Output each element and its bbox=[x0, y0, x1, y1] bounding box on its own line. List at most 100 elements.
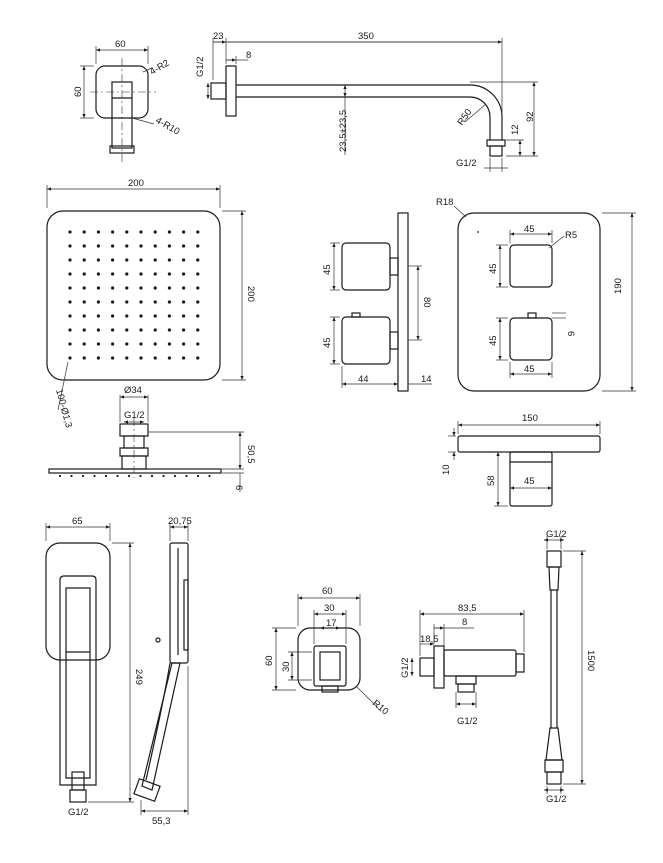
spray-hole bbox=[167, 300, 171, 304]
shower-head-side: Ø34 G1/2 50,5 6 bbox=[48, 385, 256, 492]
spray-hole bbox=[196, 328, 200, 332]
mixer-front-45-l2: 45 bbox=[488, 335, 499, 346]
hand-width: 65 bbox=[72, 516, 83, 527]
mixer-top-58: 58 bbox=[486, 475, 497, 486]
spray-hole bbox=[153, 356, 157, 360]
spray-nozzle bbox=[104, 474, 108, 478]
arm-flange-width: 60 bbox=[115, 39, 126, 50]
spray-hole bbox=[68, 272, 72, 276]
hand-height: 249 bbox=[133, 669, 144, 685]
spray-hole bbox=[82, 286, 86, 290]
spray-hole bbox=[96, 342, 100, 346]
hand-side-width: 20,75 bbox=[168, 516, 192, 527]
spray-hole bbox=[125, 230, 129, 234]
head-d6: 6 bbox=[233, 485, 244, 490]
spray-hole bbox=[82, 356, 86, 360]
head-height: 200 bbox=[245, 286, 256, 302]
mixer-front-190: 190 bbox=[613, 278, 624, 294]
spray-hole bbox=[182, 356, 186, 360]
spray-hole bbox=[125, 328, 129, 332]
spray-nozzles bbox=[58, 474, 211, 478]
arm-d23: 23 bbox=[213, 31, 224, 42]
spray-hole bbox=[167, 356, 171, 360]
spray-hole bbox=[196, 230, 200, 234]
arm-flange-height: 60 bbox=[73, 86, 84, 97]
wall-outlet-front: 60 30 17 60 30 R10 bbox=[264, 586, 391, 718]
hand-thread: G1/2 bbox=[68, 807, 89, 818]
spray-hole bbox=[196, 314, 200, 318]
spray-hole bbox=[68, 286, 72, 290]
mixer-side-80: 80 bbox=[421, 297, 432, 308]
spray-hole bbox=[196, 342, 200, 346]
arm-flange-view: 60 60 4-R2 4-R10 bbox=[73, 39, 181, 162]
spray-nozzle bbox=[208, 474, 211, 478]
spray-hole bbox=[182, 314, 186, 318]
mixer-front-45-l1: 45 bbox=[488, 263, 499, 274]
shower-hose: G1/2 1500 G1/2 bbox=[544, 529, 596, 805]
outlet-side-thread-bottom: G1/2 bbox=[457, 716, 478, 727]
mixer-front-6: 6 bbox=[565, 331, 576, 336]
spray-hole bbox=[96, 300, 100, 304]
spray-hole bbox=[139, 286, 143, 290]
outlet-width-30: 30 bbox=[324, 603, 335, 614]
arm-r50: R50 bbox=[455, 107, 474, 128]
outlet-side-83-5: 83,5 bbox=[458, 603, 477, 614]
spray-hole bbox=[125, 300, 129, 304]
spray-hole bbox=[153, 244, 157, 248]
spray-nozzle bbox=[139, 474, 142, 478]
spray-nozzle bbox=[127, 474, 131, 478]
spray-hole bbox=[96, 272, 100, 276]
spray-hole bbox=[182, 244, 186, 248]
spray-hole bbox=[139, 258, 143, 262]
spray-hole bbox=[111, 314, 115, 318]
spray-hole bbox=[96, 230, 100, 234]
spray-hole bbox=[68, 328, 72, 332]
spray-hole bbox=[111, 328, 115, 332]
arm-radius-large: 4-R10 bbox=[154, 115, 182, 137]
spray-hole bbox=[96, 258, 100, 262]
spray-hole bbox=[167, 328, 171, 332]
spray-hole bbox=[153, 314, 157, 318]
spray-hole bbox=[139, 230, 143, 234]
spray-nozzle bbox=[196, 474, 200, 478]
outlet-side-thread-left: G1/2 bbox=[400, 657, 411, 678]
spray-hole bbox=[196, 286, 200, 290]
wall-outlet-side: 83,5 8 18,5 G1/2 G1/2 bbox=[400, 603, 525, 727]
spray-hole bbox=[82, 258, 86, 262]
outlet-width-60: 60 bbox=[322, 586, 333, 597]
spray-hole bbox=[111, 272, 115, 276]
outlet-side-18-5: 18,5 bbox=[420, 634, 439, 645]
spray-hole bbox=[68, 258, 72, 262]
hose-thread-top: G1/2 bbox=[546, 529, 567, 540]
mixer-front-view: R18 45 R5 45 45 6 45 190 bbox=[436, 197, 636, 392]
spray-nozzle bbox=[173, 474, 177, 478]
arm-side-view: 23 350 8 G1/2 R50 12 92 23,5±23,5 G1/2 bbox=[195, 31, 538, 172]
spray-hole bbox=[111, 356, 115, 360]
spray-hole bbox=[82, 230, 86, 234]
spray-hole bbox=[196, 258, 200, 262]
mixer-top-45: 45 bbox=[524, 476, 535, 487]
mixer-front-r5: R5 bbox=[565, 230, 577, 241]
spray-hole bbox=[68, 300, 72, 304]
spray-nozzle bbox=[93, 474, 96, 478]
spray-hole bbox=[167, 342, 171, 346]
spray-hole bbox=[139, 356, 143, 360]
spray-holes bbox=[68, 230, 200, 360]
spray-hole bbox=[182, 272, 186, 276]
spray-hole bbox=[139, 314, 143, 318]
hose-thread-bottom: G1/2 bbox=[546, 794, 567, 805]
outlet-side-8: 8 bbox=[462, 617, 467, 628]
spray-hole bbox=[68, 342, 72, 346]
head-connector-d: Ø34 bbox=[124, 385, 142, 396]
spray-hole bbox=[182, 300, 186, 304]
spray-hole bbox=[111, 258, 115, 262]
outlet-height-30: 30 bbox=[281, 661, 292, 672]
arm-thread-top: G1/2 bbox=[195, 56, 206, 77]
mixer-front-r18: R18 bbox=[436, 197, 453, 208]
spray-hole bbox=[139, 272, 143, 276]
outlet-height-60: 60 bbox=[264, 655, 275, 666]
hose-length: 1500 bbox=[585, 650, 596, 671]
arm-d8: 8 bbox=[246, 50, 251, 61]
spray-hole bbox=[96, 244, 100, 248]
hand-side-depth: 55,3 bbox=[152, 816, 171, 827]
